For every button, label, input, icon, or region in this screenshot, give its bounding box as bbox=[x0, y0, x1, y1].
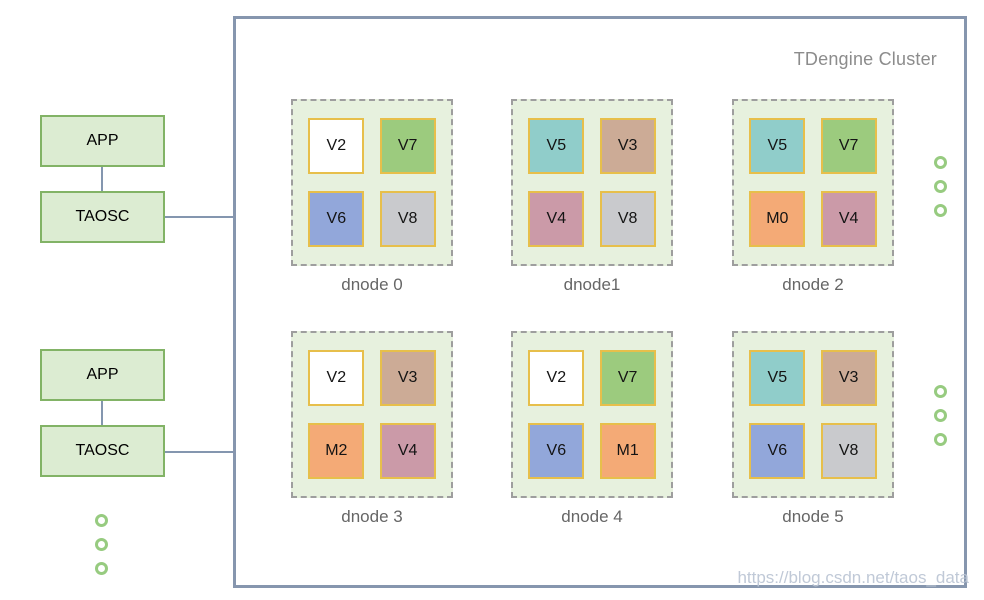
vnode-cell: V3 bbox=[379, 350, 436, 406]
vnode-cell: V8 bbox=[379, 191, 436, 247]
vnode-cell: V2 bbox=[528, 350, 585, 406]
vnode-cell: V7 bbox=[599, 350, 656, 406]
vnode-cell: V4 bbox=[528, 191, 585, 247]
dnode-label: dnode 2 bbox=[782, 275, 844, 294]
vnode-label: V4 bbox=[397, 442, 418, 459]
app-box-1: APP bbox=[40, 115, 165, 167]
ellipsis-dots-right-top bbox=[934, 156, 947, 217]
dnode-frame: V2 V7 V6 M1 bbox=[511, 331, 673, 498]
ellipsis-dots-right-bottom bbox=[934, 385, 947, 446]
dnode-frame: V2 V7 V6 V8 bbox=[291, 99, 453, 266]
dnode-frame: V2 V3 M2 V4 bbox=[291, 331, 453, 498]
vnode-cell: V6 bbox=[528, 423, 585, 479]
dnode-box-2: V5 V7 M0 V4 dnode 2 bbox=[732, 99, 894, 295]
vnode-label: V5 bbox=[767, 137, 788, 154]
dnode-frame: V5 V3 V4 V8 bbox=[511, 99, 673, 266]
vnode-cell: V5 bbox=[528, 118, 585, 174]
connector-taosc1-cluster bbox=[165, 216, 233, 218]
vnode-cell: V2 bbox=[308, 118, 365, 174]
ellipsis-dots-left bbox=[95, 514, 108, 575]
app-label: APP bbox=[86, 132, 119, 149]
vnode-cell: V8 bbox=[820, 423, 877, 479]
dnode-box-5: V5 V3 V6 V8 dnode 5 bbox=[732, 331, 894, 527]
vnode-cell: V5 bbox=[749, 118, 806, 174]
cluster-title: TDengine Cluster bbox=[793, 49, 937, 69]
taosc-label: TAOSC bbox=[75, 442, 130, 459]
connector-taosc2-cluster bbox=[165, 451, 233, 453]
ellipsis-dot bbox=[934, 385, 947, 398]
watermark-url: https://blog.csdn.net/taos_data bbox=[737, 568, 969, 587]
vnode-cell: V6 bbox=[749, 423, 806, 479]
vnode-label: V5 bbox=[546, 137, 567, 154]
vnode-cell: V3 bbox=[599, 118, 656, 174]
taosc-box-1: TAOSC bbox=[40, 191, 165, 243]
ellipsis-dot bbox=[95, 514, 108, 527]
vnode-label: V3 bbox=[397, 369, 418, 386]
dnode-label: dnode 0 bbox=[341, 275, 403, 294]
dnode-label: dnode 3 bbox=[341, 507, 403, 526]
vnode-label: M0 bbox=[766, 210, 789, 227]
vnode-label: V2 bbox=[546, 369, 567, 386]
vnode-label: V5 bbox=[767, 369, 788, 386]
connector-app-taosc-2 bbox=[101, 401, 103, 425]
vnode-label: V4 bbox=[838, 210, 859, 227]
vnode-cell: M0 bbox=[749, 191, 806, 247]
vnode-label: V3 bbox=[838, 369, 859, 386]
vnode-label: V6 bbox=[767, 442, 788, 459]
dnode-box-1: V5 V3 V4 V8 dnode1 bbox=[511, 99, 673, 295]
vnode-cell: V3 bbox=[820, 350, 877, 406]
vnode-cell: M2 bbox=[308, 423, 365, 479]
vnode-cell: V7 bbox=[820, 118, 877, 174]
vnode-cell: V7 bbox=[379, 118, 436, 174]
dnode-label: dnode 5 bbox=[782, 507, 844, 526]
dnode-frame: V5 V3 V6 V8 bbox=[732, 331, 894, 498]
ellipsis-dot bbox=[95, 562, 108, 575]
vnode-cell: M1 bbox=[599, 423, 656, 479]
dnode-box-3: V2 V3 M2 V4 dnode 3 bbox=[291, 331, 453, 527]
dnode-label: dnode 4 bbox=[561, 507, 623, 526]
vnode-cell: V5 bbox=[749, 350, 806, 406]
vnode-label: V7 bbox=[838, 137, 859, 154]
app-label: APP bbox=[86, 366, 119, 383]
vnode-label: M2 bbox=[325, 442, 348, 459]
ellipsis-dot bbox=[95, 538, 108, 551]
vnode-cell: V4 bbox=[379, 423, 436, 479]
ellipsis-dot bbox=[934, 409, 947, 422]
vnode-label: V4 bbox=[546, 210, 567, 227]
vnode-cell: V4 bbox=[820, 191, 877, 247]
vnode-label: V6 bbox=[326, 210, 347, 227]
vnode-label: V7 bbox=[617, 369, 638, 386]
taosc-label: TAOSC bbox=[75, 208, 130, 225]
vnode-label: V2 bbox=[326, 369, 347, 386]
vnode-label: V8 bbox=[617, 210, 638, 227]
taosc-box-2: TAOSC bbox=[40, 425, 165, 477]
vnode-cell: V2 bbox=[308, 350, 365, 406]
vnode-label: V7 bbox=[397, 137, 418, 154]
vnode-label: V6 bbox=[546, 442, 567, 459]
vnode-label: V2 bbox=[326, 137, 347, 154]
tdengine-cluster-panel: TDengine Cluster V2 V7 V6 V8 dnode 0 V5 … bbox=[233, 16, 967, 588]
vnode-cell: V8 bbox=[599, 191, 656, 247]
dnode-box-4: V2 V7 V6 M1 dnode 4 bbox=[511, 331, 673, 527]
vnode-label: V8 bbox=[397, 210, 418, 227]
connector-app-taosc-1 bbox=[101, 167, 103, 191]
ellipsis-dot bbox=[934, 180, 947, 193]
vnode-label: V3 bbox=[617, 137, 638, 154]
ellipsis-dot bbox=[934, 204, 947, 217]
vnode-label: M1 bbox=[616, 442, 639, 459]
ellipsis-dot bbox=[934, 156, 947, 169]
vnode-label: V8 bbox=[838, 442, 859, 459]
vnode-cell: V6 bbox=[308, 191, 365, 247]
dnode-box-0: V2 V7 V6 V8 dnode 0 bbox=[291, 99, 453, 295]
ellipsis-dot bbox=[934, 433, 947, 446]
dnode-frame: V5 V7 M0 V4 bbox=[732, 99, 894, 266]
app-box-2: APP bbox=[40, 349, 165, 401]
dnode-label: dnode1 bbox=[563, 275, 621, 294]
